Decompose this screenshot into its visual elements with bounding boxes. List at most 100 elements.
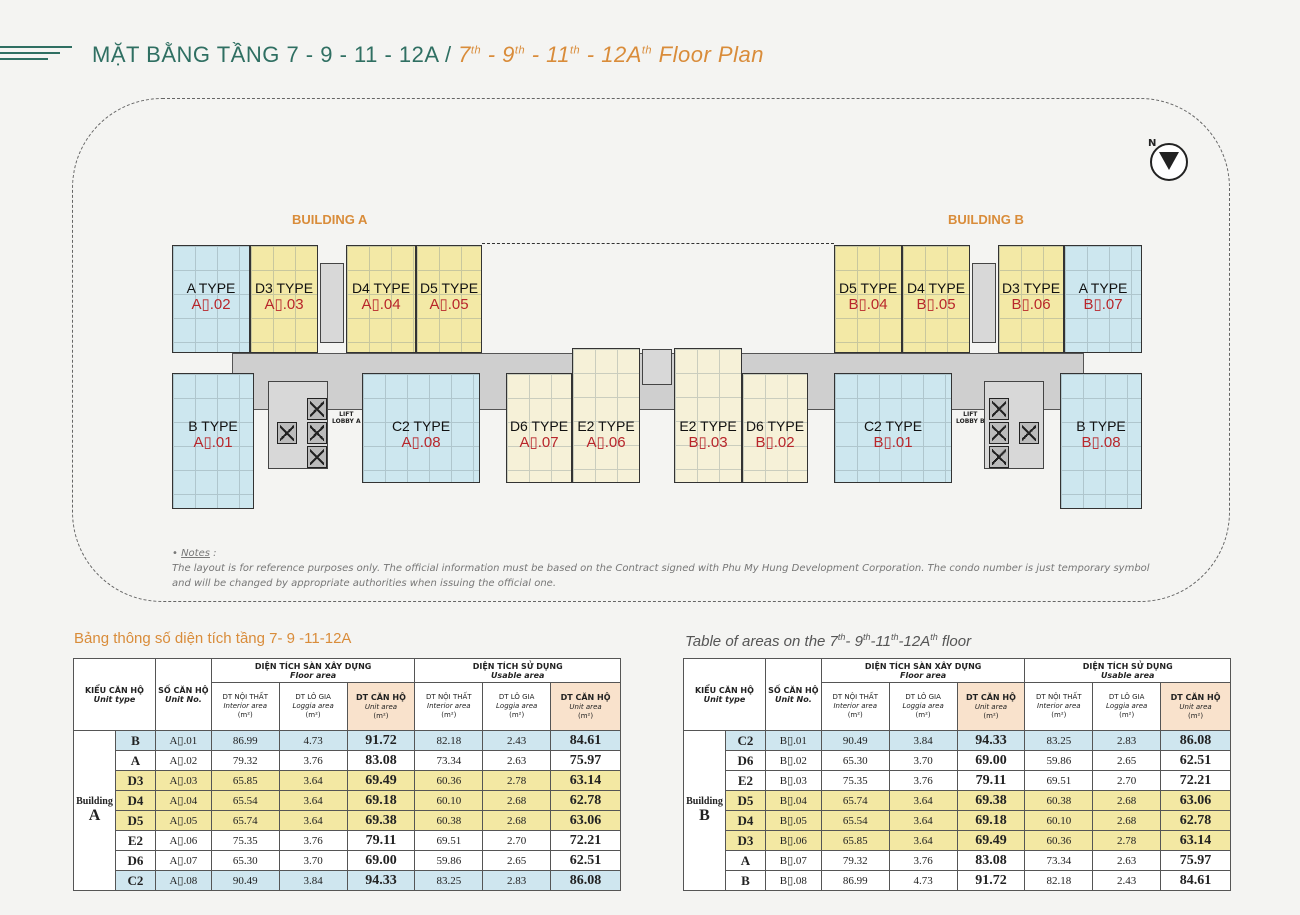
cell-usable-unit-area: 84.61 bbox=[550, 730, 621, 751]
cell-unit-no: A▯.08 bbox=[154, 870, 212, 891]
cell-usable-interior: 73.34 bbox=[1024, 850, 1094, 871]
cell-floor-interior: 75.35 bbox=[210, 830, 280, 851]
cell-floor-unit-area: 69.00 bbox=[956, 750, 1026, 771]
cell-floor-unit-area: 83.08 bbox=[346, 750, 416, 771]
cell-floor-unit-area: 69.18 bbox=[346, 790, 416, 811]
compass-n-mark: N bbox=[1148, 138, 1157, 149]
cell-floor-unit-area: 69.18 bbox=[956, 810, 1026, 831]
cell-unit-no: B▯.04 bbox=[764, 790, 822, 811]
cell-floor-unit-area: 91.72 bbox=[956, 870, 1026, 891]
cell-floor-unit-area: 94.33 bbox=[956, 730, 1026, 751]
cell-unit-no: B▯.06 bbox=[764, 830, 822, 851]
connector-dashed-line bbox=[482, 243, 834, 244]
table-title-vi: Bảng thông số diện tích tầng 7- 9 -11-12… bbox=[74, 630, 352, 647]
stair-core-center bbox=[642, 349, 672, 385]
cell-usable-loggia: 2.68 bbox=[482, 790, 552, 811]
cell-floor-loggia: 3.76 bbox=[278, 830, 348, 851]
cell-usable-interior: 60.38 bbox=[1024, 790, 1094, 811]
cell-floor-loggia: 3.64 bbox=[278, 770, 348, 791]
cell-unit-no: B▯.08 bbox=[764, 870, 822, 891]
cell-usable-unit-area: 86.08 bbox=[1160, 730, 1231, 751]
cell-floor-loggia: 3.70 bbox=[278, 850, 348, 871]
cell-unit-type: A bbox=[114, 750, 156, 771]
cell-floor-loggia: 3.64 bbox=[888, 790, 958, 811]
cell-usable-loggia: 2.68 bbox=[482, 810, 552, 831]
cell-unit-type: D3 bbox=[724, 830, 766, 851]
cell-unit-no: A▯.06 bbox=[154, 830, 212, 851]
cell-usable-unit-area: 86.08 bbox=[550, 870, 621, 891]
cell-floor-interior: 65.54 bbox=[820, 810, 890, 831]
cell-usable-loggia: 2.68 bbox=[1092, 790, 1162, 811]
cell-usable-loggia: 2.70 bbox=[482, 830, 552, 851]
cell-unit-no: B▯.07 bbox=[764, 850, 822, 871]
cell-usable-loggia: 2.68 bbox=[1092, 810, 1162, 831]
cell-floor-unit-area: 69.49 bbox=[346, 770, 416, 791]
page-title: MẶT BẰNG TẦNG 7 - 9 - 11 - 12A / 7th - 9… bbox=[92, 42, 764, 68]
cell-unit-no: A▯.07 bbox=[154, 850, 212, 871]
cell-unit-type: C2 bbox=[114, 870, 156, 891]
cell-usable-loggia: 2.70 bbox=[1092, 770, 1162, 791]
cell-usable-unit-area: 63.14 bbox=[550, 770, 621, 791]
cell-unit-no: A▯.05 bbox=[154, 810, 212, 831]
cell-unit-type: E2 bbox=[724, 770, 766, 791]
notes: • Notes : The layout is for reference pu… bbox=[172, 546, 1157, 591]
cell-floor-interior: 79.32 bbox=[210, 750, 280, 771]
cell-floor-interior: 86.99 bbox=[210, 730, 280, 751]
cell-unit-type: C2 bbox=[724, 730, 766, 751]
cell-unit-type: E2 bbox=[114, 830, 156, 851]
cell-floor-interior: 90.49 bbox=[210, 870, 280, 891]
cell-floor-loggia: 3.84 bbox=[278, 870, 348, 891]
cell-usable-unit-area: 63.06 bbox=[550, 810, 621, 831]
cell-usable-interior: 59.86 bbox=[1024, 750, 1094, 771]
notes-heading: Notes bbox=[181, 548, 210, 559]
cell-usable-interior: 82.18 bbox=[1024, 870, 1094, 891]
cell-usable-interior: 59.86 bbox=[414, 850, 484, 871]
building-b-label: BUILDING B bbox=[948, 212, 1024, 227]
cell-floor-unit-area: 69.38 bbox=[956, 790, 1026, 811]
north-compass-icon bbox=[1150, 143, 1188, 181]
cell-floor-unit-area: 94.33 bbox=[346, 870, 416, 891]
cell-unit-no: A▯.02 bbox=[154, 750, 212, 771]
cell-floor-interior: 86.99 bbox=[820, 870, 890, 891]
cell-floor-interior: 65.30 bbox=[210, 850, 280, 871]
cell-floor-interior: 90.49 bbox=[820, 730, 890, 751]
cell-usable-unit-area: 63.06 bbox=[1160, 790, 1231, 811]
cell-floor-unit-area: 83.08 bbox=[956, 850, 1026, 871]
cell-unit-type: B bbox=[114, 730, 156, 751]
cell-unit-no: A▯.01 bbox=[154, 730, 212, 751]
cell-usable-unit-area: 72.21 bbox=[1160, 770, 1231, 791]
cell-unit-type: D4 bbox=[114, 790, 156, 811]
cell-usable-interior: 82.18 bbox=[414, 730, 484, 751]
cell-floor-unit-area: 91.72 bbox=[346, 730, 416, 751]
